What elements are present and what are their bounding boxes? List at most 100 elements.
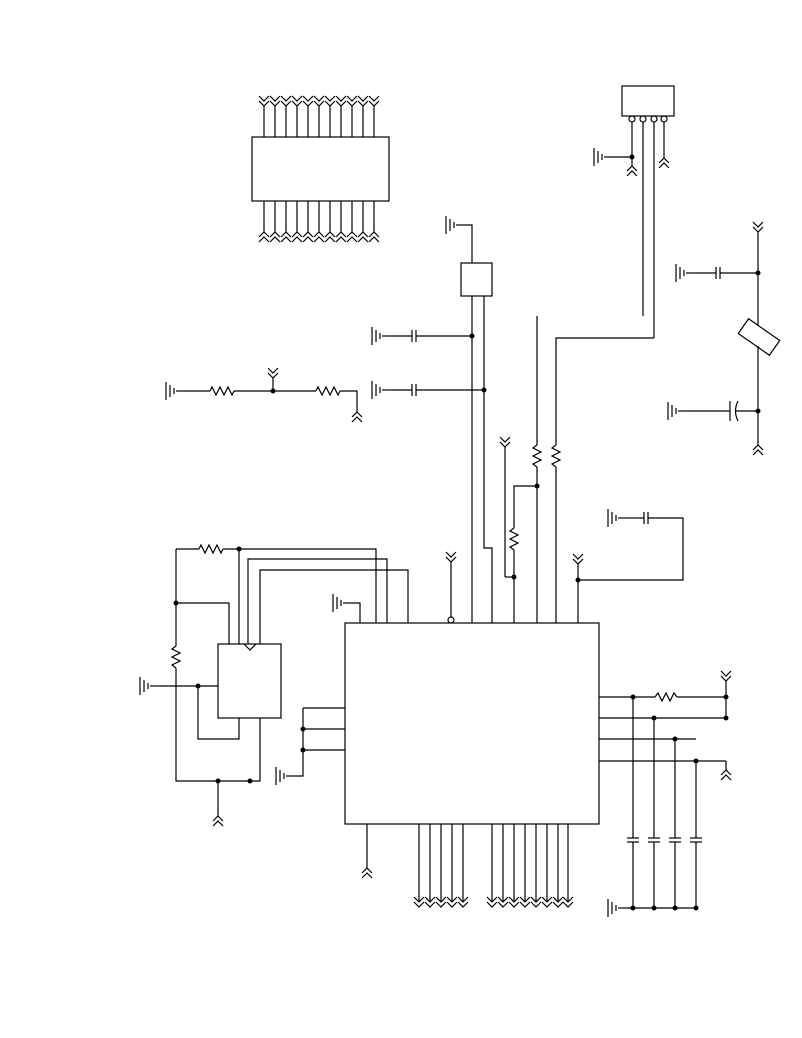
ground-icon (275, 766, 297, 786)
crystal (737, 317, 781, 357)
bus-arrow-icon (291, 236, 303, 243)
bus-arrow-icon (346, 95, 358, 102)
header-pins-top (258, 95, 380, 137)
bus-arrow-icon (435, 901, 447, 908)
bus-arrow-icon (424, 901, 436, 908)
ground-icon (607, 898, 629, 918)
bus-arrow-icon (324, 100, 336, 107)
bus-arrow-icon (324, 236, 336, 243)
bus-arrow-icon (562, 896, 574, 903)
supply-arrow-icon (720, 769, 732, 781)
bus-arrow-icon (357, 231, 369, 238)
bus-arrow-icon (335, 100, 347, 107)
bus-arrow-icon (519, 901, 531, 908)
bus-arrow-icon (346, 231, 358, 238)
bus-arrow-icon (497, 896, 509, 903)
supply-arrow-icon (572, 553, 584, 565)
bus-arrow-icon (258, 100, 270, 107)
ground-icon (607, 508, 629, 528)
supply-arrow-icon (351, 411, 363, 423)
ground-icon (371, 326, 393, 346)
bus-arrow-icon (302, 100, 314, 107)
ground-icon (667, 401, 689, 421)
supply-arrow-icon (752, 444, 764, 456)
bus-arrow-icon (530, 901, 542, 908)
header-connector-body (251, 136, 390, 202)
bus-arrow-icon (357, 95, 369, 102)
bus-arrow-icon (269, 100, 281, 107)
bus-arrow-icon (313, 95, 325, 102)
ground-icon (139, 676, 161, 696)
regulator-body (460, 262, 493, 297)
bus-arrow-icon (258, 231, 270, 238)
bus-arrow-icon (357, 100, 369, 107)
bus-arrow-icon (552, 896, 564, 903)
resistor-divider (165, 367, 363, 423)
bus-arrow-icon (313, 231, 325, 238)
ground-icon (165, 381, 187, 401)
bus-arrow-icon (269, 231, 281, 238)
bus-arrow-icon (324, 95, 336, 102)
crystal-section (667, 221, 781, 456)
bus-arrow-icon (446, 896, 458, 903)
bus-arrow-icon (530, 896, 542, 903)
bus-arrow-icon (486, 896, 498, 903)
supply-arrow-icon (626, 165, 638, 177)
bus-arrow-icon (269, 236, 281, 243)
bus-arrow-icon (335, 236, 347, 243)
supply-arrow-icon (499, 436, 511, 448)
bus-arrow-icon (357, 236, 369, 243)
decoupling-capacitors (627, 694, 702, 911)
ground-icon (675, 263, 697, 283)
bus-arrow-icon (541, 901, 553, 908)
bus-arrow-icon (424, 896, 436, 903)
header-connector (251, 95, 390, 243)
bus-arrow-icon (446, 901, 458, 908)
bus-arrow-icon (508, 901, 520, 908)
bus-arrow-icon (313, 236, 325, 243)
ground-icon (371, 380, 393, 400)
main-ic-bottom-bus (413, 824, 574, 908)
four-pin-connector (555, 85, 675, 445)
bus-arrow-icon (335, 231, 347, 238)
bus-arrow-icon (368, 95, 380, 102)
bus-arrow-icon (291, 231, 303, 238)
resistor (209, 385, 235, 397)
resistor (198, 543, 224, 555)
supply-arrow-icon (720, 670, 732, 682)
bus-arrow-icon (486, 901, 498, 908)
bus-arrow-icon (258, 236, 270, 243)
bus-arrow-icon (346, 100, 358, 107)
aux-ic-body (217, 643, 282, 719)
resistor (315, 385, 341, 397)
bus-arrow-icon (324, 231, 336, 238)
supply-arrow-icon (752, 221, 764, 233)
pullup-network (445, 316, 684, 624)
resistor (170, 645, 182, 669)
resistor (654, 691, 678, 703)
bus-arrow-icon (368, 236, 380, 243)
supply-arrow-icon (658, 157, 670, 169)
bus-arrow-icon (552, 901, 564, 908)
bus-arrow-icon (280, 100, 292, 107)
connector-body (621, 85, 675, 117)
aux-ic (139, 543, 409, 827)
bus-arrow-icon (541, 896, 553, 903)
bus-arrow-icon (302, 231, 314, 238)
bus-arrow-icon (335, 95, 347, 102)
supply-arrow-icon (212, 815, 224, 827)
bus-arrow-icon (346, 236, 358, 243)
bus-arrow-icon (562, 901, 574, 908)
bus-arrow-icon (508, 896, 520, 903)
ground-icon (593, 147, 615, 167)
bus-arrow-icon (368, 231, 380, 238)
bus-arrow-icon (368, 100, 380, 107)
bus-arrow-icon (280, 231, 292, 238)
bus-arrow-icon (302, 95, 314, 102)
bus-arrow-icon (457, 896, 469, 903)
ground-icon (445, 215, 467, 235)
resistor (508, 527, 520, 551)
resistor (531, 444, 543, 468)
